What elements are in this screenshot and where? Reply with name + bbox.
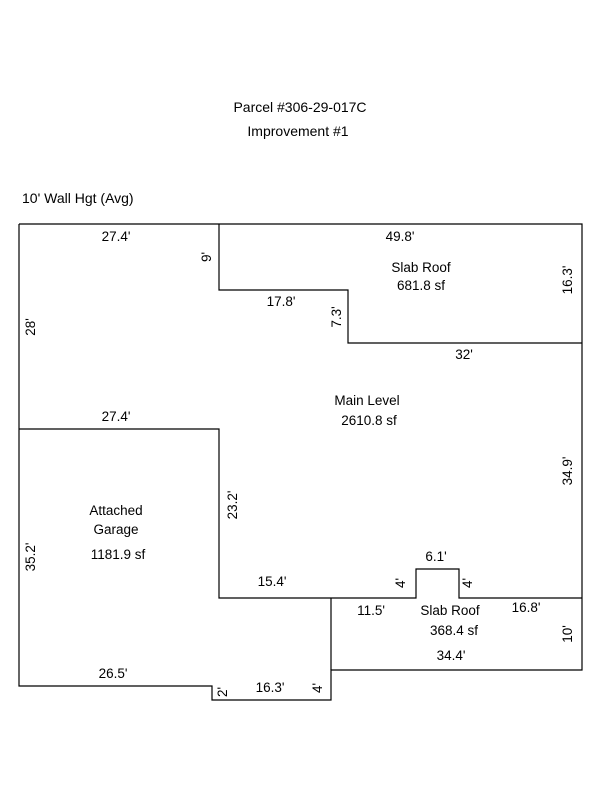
outline-main [18,223,583,701]
dim-step-vertical: 7.3' [329,306,344,327]
dim-garage-inner: 23.2' [225,491,240,520]
dim-slab-bottom: 32' [455,347,473,362]
main-level-name: Main Level [334,393,399,408]
dim-slab-right: 16.3' [560,266,575,295]
slab-roof-bottom-area: 368.4 sf [430,623,478,638]
dim-left-upper: 28' [23,318,38,336]
dim-garage-bottom: 26.5' [99,666,128,681]
wall-height-label: 10' Wall Hgt (Avg) [22,190,134,206]
garage-name-line1: Attached [89,503,142,518]
parcel-number: Parcel #306-29-017C [233,99,366,115]
dim-slab2-left: 11.5' [357,603,385,618]
dim-bottom-right-vertical: 4' [310,683,325,693]
dim-main-right: 34.9' [560,457,575,486]
dim-garage-left: 35.2' [23,543,38,572]
improvement-label: Improvement #1 [247,123,348,139]
garage-area: 1181.9 sf [91,547,146,562]
slab-roof-top-area: 681.8 sf [397,278,445,293]
dim-notch-vertical: 9' [199,252,214,262]
main-level-area: 2610.8 sf [341,413,397,428]
slab-roof-bottom-name: Slab Roof [420,603,480,618]
dim-lower-mid: 15.4' [258,574,287,589]
slab-roof-top-boundary [218,224,582,344]
dim-garage-top: 27.4' [102,409,131,424]
garage-name-line2: Garage [93,522,138,537]
dim-bump-top: 6.1' [425,549,446,564]
dim-bump-right: 4' [460,578,475,588]
dim-slab2-right: 16.8' [512,600,541,615]
dim-top-left: 27.4' [102,229,131,244]
dim-step-small: 2' [215,687,230,697]
dim-bump-left: 4' [393,578,408,588]
slab-roof-top-name: Slab Roof [391,260,451,275]
dim-slab2-side: 10' [560,625,575,643]
dim-slab2-bottom: 34.4' [437,648,466,663]
dim-notch-horizontal: 17.8' [267,294,296,309]
garage-boundary [19,428,582,599]
dim-bottom-jog: 16.3' [256,680,285,695]
dim-top-right: 49.8' [386,229,415,244]
